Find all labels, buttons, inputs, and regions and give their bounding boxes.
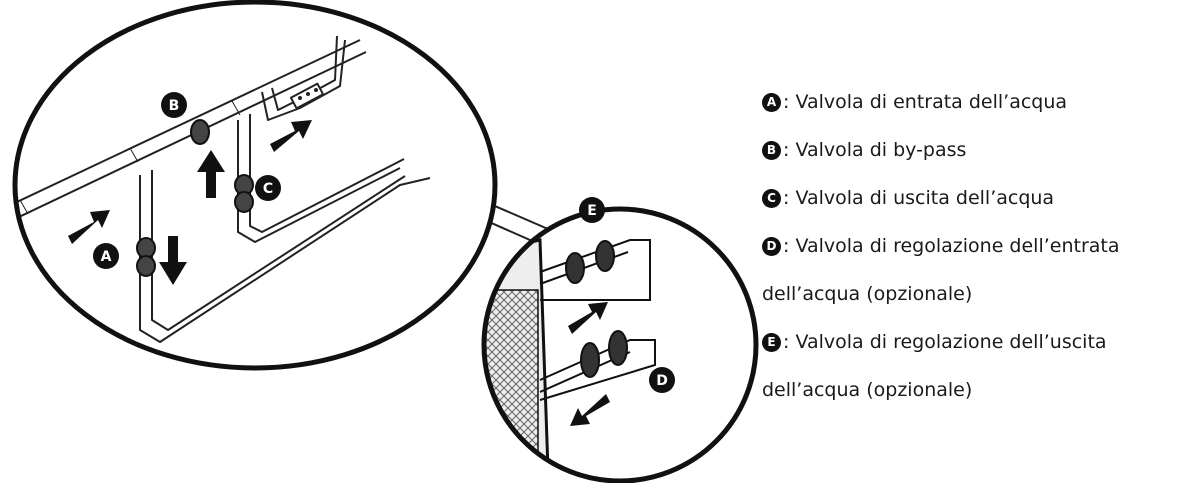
legend-item-a: A: Valvola di entrata dell’acqua: [762, 78, 1194, 126]
legend-item-b: B: Valvola di by-pass: [762, 126, 1194, 174]
bypass-installation-diagram: A B C D E: [0, 0, 760, 483]
valve-c-body: [235, 175, 253, 212]
marker-e: E: [579, 197, 605, 223]
legend-badge-d: D: [762, 237, 781, 256]
marker-a: A: [93, 243, 119, 269]
valve-legend: A: Valvola di entrata dell’acqua B: Valv…: [762, 78, 1194, 414]
valve-b-body: [191, 120, 209, 144]
svg-text:D: D: [656, 373, 668, 389]
legend-item-d: D: Valvola di regolazione dell’entrata: [762, 222, 1194, 270]
marker-d: D: [649, 367, 675, 393]
legend-item-d-continuation: dell’acqua (opzionale): [762, 270, 1194, 318]
svg-text:E: E: [587, 203, 597, 219]
heatpump-detail-circle: [458, 209, 756, 481]
legend-text-c: Valvola di uscita dell’acqua: [789, 187, 1054, 209]
legend-text-a: Valvola di entrata dell’acqua: [789, 91, 1067, 113]
svg-text:C: C: [263, 181, 273, 197]
legend-item-e: E: Valvola di regolazione dell’uscita: [762, 318, 1194, 366]
legend-text-d-continuation: dell’acqua (opzionale): [762, 283, 972, 305]
legend-badge-e: E: [762, 333, 781, 352]
legend-text-b: Valvola di by-pass: [789, 139, 966, 161]
bypass-detail-circle: [0, 2, 495, 368]
legend-badge-b: B: [762, 141, 781, 160]
svg-text:A: A: [101, 249, 112, 265]
legend-text-d: Valvola di regolazione dell’entrata: [789, 235, 1119, 257]
legend-text-e-continuation: dell’acqua (opzionale): [762, 379, 972, 401]
marker-c: C: [255, 175, 281, 201]
legend-badge-c: C: [762, 189, 781, 208]
legend-item-c: C: Valvola di uscita dell’acqua: [762, 174, 1194, 222]
legend-badge-a: A: [762, 93, 781, 112]
marker-b: B: [161, 92, 187, 118]
legend-item-e-continuation: dell’acqua (opzionale): [762, 366, 1194, 414]
svg-text:B: B: [169, 98, 180, 114]
legend-text-e: Valvola di regolazione dell’uscita: [789, 331, 1106, 353]
